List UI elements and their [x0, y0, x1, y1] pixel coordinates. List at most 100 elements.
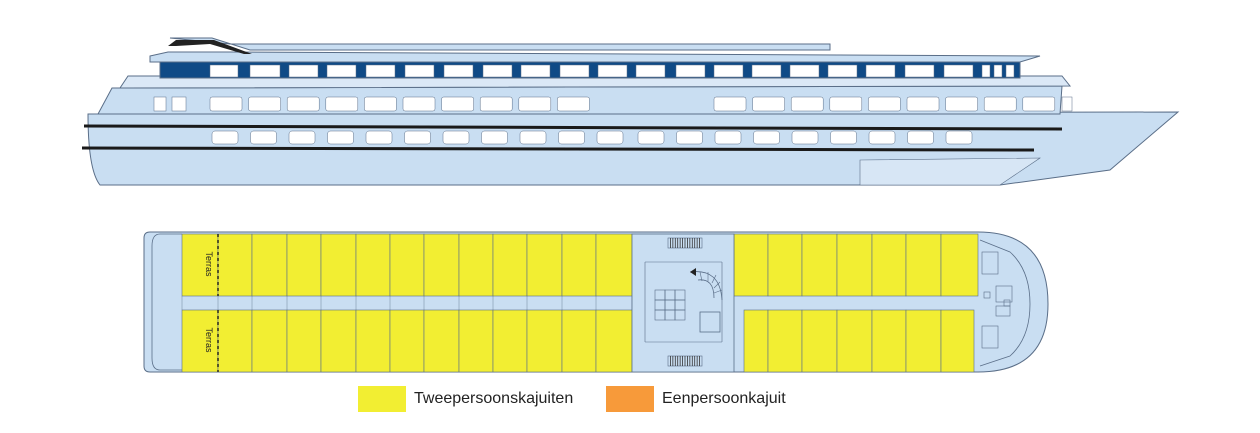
bow-wheelhouse	[979, 239, 1031, 367]
sun-deck-roof	[149, 51, 1041, 63]
window-upper	[248, 96, 281, 112]
cabin-double	[767, 309, 803, 373]
window-top	[1005, 64, 1015, 78]
cabin-double	[905, 309, 942, 373]
staircase-bottom	[667, 355, 703, 367]
window-upper	[983, 96, 1017, 112]
window-top	[365, 64, 396, 78]
window-top	[943, 64, 974, 78]
window-top	[827, 64, 858, 78]
window-upper	[906, 96, 940, 112]
cabin-double	[905, 233, 942, 297]
elevator-cell	[674, 309, 686, 321]
window-upper	[1022, 96, 1056, 112]
window-top	[865, 64, 896, 78]
staircase-top	[667, 237, 703, 249]
window-top	[326, 64, 357, 78]
cabin-double	[836, 233, 873, 297]
cabin-double	[801, 309, 838, 373]
cabin-double	[561, 233, 597, 297]
cabin-double	[423, 309, 460, 373]
window-top	[404, 64, 435, 78]
window-main	[907, 130, 934, 145]
spiral-staircase	[689, 268, 723, 301]
cabin-double	[940, 233, 979, 297]
window-main	[481, 130, 508, 145]
side-windows	[153, 64, 1073, 145]
wheelhouse	[169, 37, 831, 51]
lobby	[631, 233, 735, 373]
window-main	[211, 130, 239, 145]
hull-stripe-lower	[81, 146, 1035, 152]
window-top	[520, 64, 551, 78]
window-upper	[402, 96, 436, 112]
window-main	[945, 130, 973, 145]
window-top	[635, 64, 666, 78]
window-main	[442, 130, 470, 145]
cabin-double	[492, 233, 528, 297]
window-top	[789, 64, 820, 78]
legend-label-single: Eenpersoonkajuit	[662, 390, 786, 407]
deck-plan: Terras Terras	[143, 231, 1049, 373]
window-upper	[364, 96, 397, 112]
cabin-double	[355, 233, 391, 297]
cabin-double	[181, 309, 219, 373]
cabin-double	[217, 309, 253, 373]
terras-label-top: Terras	[204, 251, 214, 277]
cabin-double	[767, 233, 803, 297]
window-upper	[441, 96, 474, 112]
legend-item-single: Eenpersoonkajuit	[606, 386, 786, 412]
window-main	[676, 130, 703, 145]
cabin-double	[595, 233, 633, 297]
window-main	[714, 130, 742, 145]
window-main	[753, 130, 780, 145]
window-upper	[286, 96, 320, 112]
hull-detail	[859, 157, 1041, 186]
ship-side-view	[81, 37, 1180, 186]
window-main	[830, 130, 857, 145]
window-main	[558, 130, 585, 145]
cabin-double	[355, 309, 391, 373]
legend-swatch-single	[606, 386, 654, 412]
cabin-double	[389, 233, 425, 297]
window-main	[288, 130, 316, 145]
window-top	[288, 64, 319, 78]
reception-desk	[699, 311, 721, 333]
cabin-double	[526, 233, 563, 297]
window-top	[713, 64, 744, 78]
window-upper	[790, 96, 824, 112]
cabin-double	[320, 309, 357, 373]
legend-label-double: Tweepersoonskajuiten	[414, 390, 574, 407]
terras-label-bottom: Terras	[204, 327, 214, 353]
legend-item-double: Tweepersoonskajuiten	[358, 386, 573, 412]
window-top	[209, 64, 239, 78]
mast	[168, 40, 252, 54]
window-upper	[153, 96, 167, 112]
window-upper	[557, 96, 590, 112]
window-top	[993, 64, 1003, 78]
elevator-grid	[654, 289, 686, 321]
cabin-double	[458, 309, 494, 373]
window-main	[596, 130, 624, 145]
window-top	[904, 64, 935, 78]
window-main	[327, 130, 354, 145]
window-upper	[868, 96, 901, 112]
cabin-double	[595, 309, 633, 373]
window-top	[559, 64, 590, 78]
window-top	[981, 64, 991, 78]
cabin-double	[940, 309, 975, 373]
window-main	[519, 130, 547, 145]
window-main	[868, 130, 896, 145]
window-main	[250, 130, 277, 145]
window-top	[482, 64, 513, 78]
cabin-double	[743, 309, 769, 373]
window-upper	[945, 96, 978, 112]
cabin-double	[871, 309, 907, 373]
window-upper	[171, 96, 187, 112]
stern-line	[151, 233, 182, 371]
cabin-double	[836, 309, 873, 373]
hull-stripe-upper	[83, 124, 1063, 131]
cabin-double	[217, 233, 253, 297]
